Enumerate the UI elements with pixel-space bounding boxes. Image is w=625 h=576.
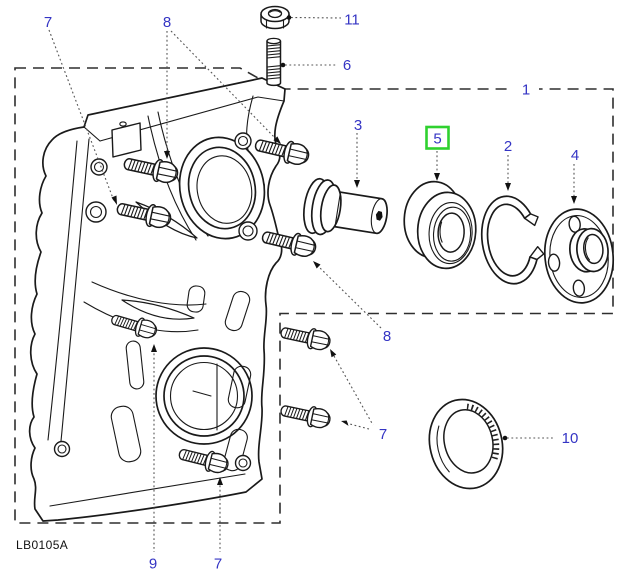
callout-1-backing	[513, 80, 539, 97]
leader-lines	[48, 15, 577, 552]
cover-recess-slots	[110, 285, 252, 472]
callout-9[interactable]: 9	[149, 556, 157, 573]
callout-6[interactable]: 6	[343, 57, 351, 74]
diagram-code-label: LB0105A	[16, 538, 68, 552]
timing-cover-drawing	[28, 77, 286, 522]
callout-5-highlighted[interactable]: 5	[433, 131, 441, 148]
callout-8-top[interactable]: 8	[163, 14, 171, 31]
stud-drawing	[266, 37, 282, 87]
bolt-7-right-lower-drawing	[278, 399, 333, 432]
callout-10[interactable]: 10	[562, 430, 579, 447]
cover-bottom-opening	[155, 347, 253, 445]
seal-drawing	[428, 398, 504, 490]
callout-2[interactable]: 2	[504, 138, 512, 155]
callout-labels: 7 8 11 6 1 3 5 2 4 8 7 10 9 7	[44, 12, 579, 573]
callout-7-top[interactable]: 7	[44, 14, 52, 31]
bolt-7-right-upper-drawing	[278, 321, 333, 354]
nut-drawing	[260, 5, 290, 30]
callout-11[interactable]: 11	[344, 12, 360, 29]
callout-8-mid[interactable]: 8	[383, 328, 391, 345]
callout-3[interactable]: 3	[354, 117, 362, 134]
spacer-drawing	[303, 177, 388, 236]
highlight-box	[425, 125, 450, 150]
callout-7-bottom[interactable]: 7	[214, 556, 222, 573]
hub-drawing	[543, 208, 615, 304]
callout-1[interactable]: 1	[522, 82, 530, 99]
callout-4[interactable]: 4	[571, 147, 579, 164]
circlip-drawing	[480, 195, 545, 285]
cover-top-opening	[178, 136, 266, 240]
callout-7-mid[interactable]: 7	[379, 426, 387, 443]
bearing-drawing	[403, 180, 477, 270]
dashed-boundary	[14, 67, 614, 524]
